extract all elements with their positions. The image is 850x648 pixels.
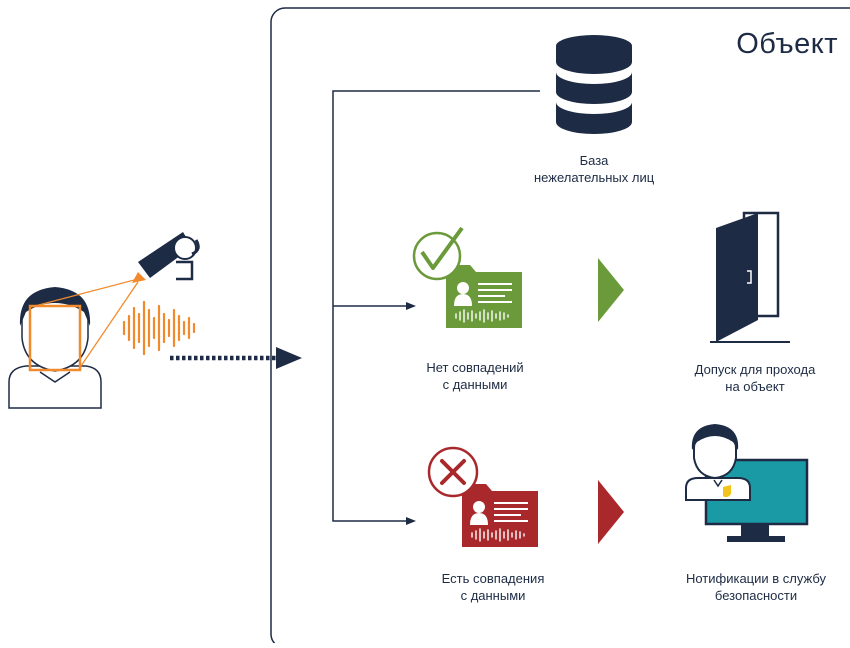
access-label-line1: Допуск для прохода	[694, 362, 816, 377]
arrow-to-match	[406, 517, 416, 525]
branch-connectors	[332, 90, 540, 522]
database-label: База нежелательных лиц	[534, 152, 654, 186]
dotted-input-arrow	[170, 347, 302, 369]
database-icon	[556, 35, 632, 134]
no-match-label-line2: с данными	[442, 377, 508, 392]
id-card-no-match-icon	[446, 265, 522, 328]
database-label-line1: База	[579, 153, 609, 168]
access-label-line2: на объект	[725, 379, 785, 394]
no-match-label-line1: Нет совпадений	[426, 360, 524, 375]
arrow-to-no-match	[406, 302, 416, 310]
red-arrow-icon	[598, 480, 624, 544]
notify-label-line1: Нотификации в службу	[685, 571, 827, 586]
object-boundary	[270, 7, 850, 648]
match-label: Есть совпадения с данными	[428, 570, 558, 604]
camera-sight-lines	[30, 278, 139, 370]
cross-icon	[427, 446, 479, 498]
face-detection-frame-icon	[28, 304, 82, 372]
green-arrow-icon	[598, 258, 624, 322]
security-guard-icon	[685, 424, 751, 501]
notify-label-line2: безопасности	[714, 588, 798, 603]
id-card-match-icon	[462, 484, 538, 547]
checkmark-icon	[412, 226, 464, 281]
database-label-line2: нежелательных лиц	[534, 170, 655, 185]
notify-label: Нотификации в службу безопасности	[671, 570, 841, 604]
voice-waveform-icon	[122, 300, 196, 356]
match-label-line1: Есть совпадения	[441, 571, 545, 586]
access-label: Допуск для прохода на объект	[680, 361, 830, 395]
match-label-line2: с данными	[460, 588, 526, 603]
object-title: Объект	[736, 28, 838, 60]
no-match-label: Нет совпадений с данными	[410, 359, 540, 393]
security-camera-icon	[132, 232, 200, 283]
person-icon	[8, 287, 102, 409]
door-icon	[710, 211, 790, 343]
